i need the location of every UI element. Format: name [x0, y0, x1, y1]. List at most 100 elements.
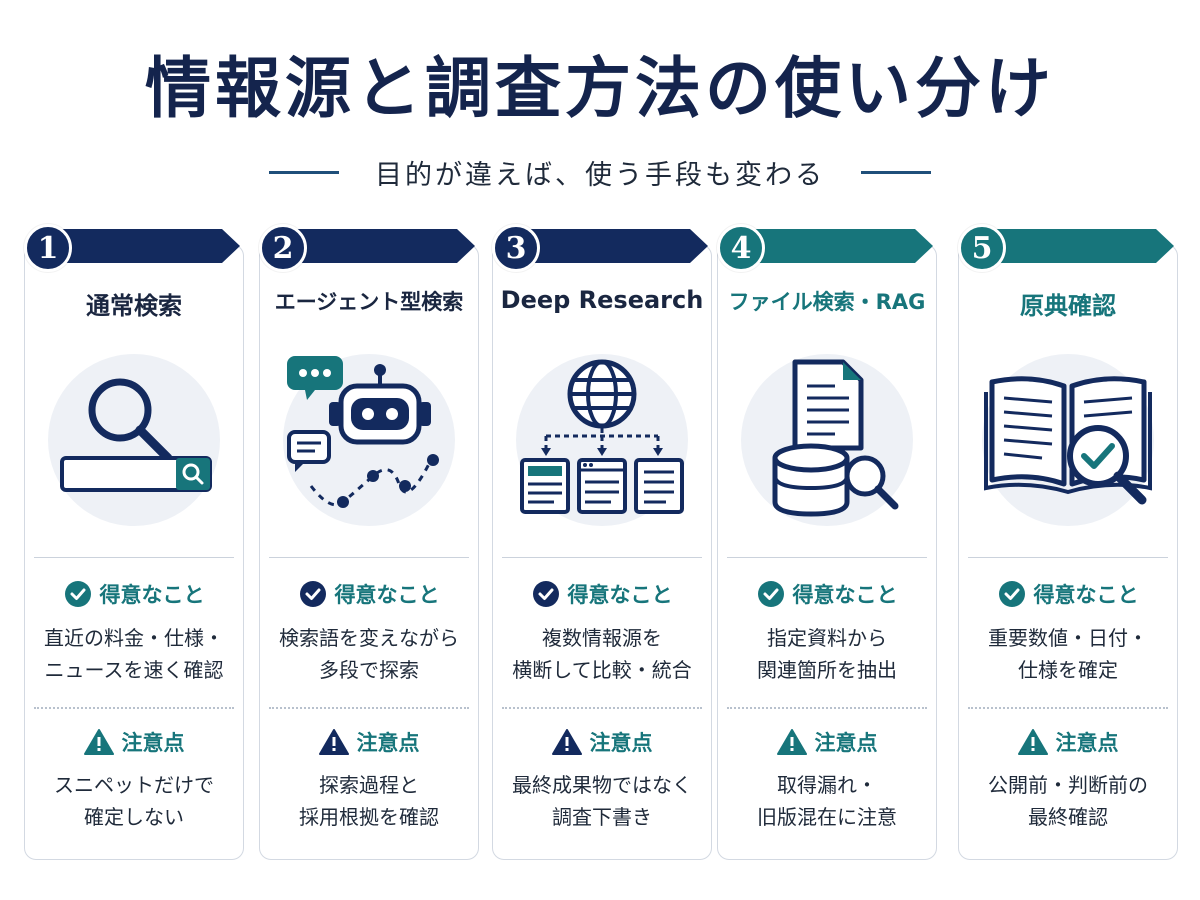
strength-label-3: 得意なこと: [567, 583, 673, 607]
caution-header-2: 注意点: [249, 727, 489, 757]
warning-triangle-icon: [83, 729, 114, 755]
warning-triangle-icon: [318, 729, 349, 755]
caution-line: スニペットだけで: [54, 773, 214, 797]
page-subtitle: 目的が違えば、使う手段も変わる: [375, 159, 825, 191]
strength-line: 検索語を変えながら: [279, 626, 459, 650]
strength-label-4: 得意なこと: [792, 583, 898, 607]
number-badge-2: 2: [259, 224, 307, 272]
caution-line: 取得漏れ・: [777, 773, 877, 797]
caution-label-3: 注意点: [589, 731, 653, 755]
card-2: [259, 244, 479, 860]
page-title: 情報源と調査方法の使い分け: [145, 49, 1055, 127]
divider-2: [269, 557, 469, 558]
card-3: [492, 244, 712, 860]
number-badge-5: 5: [958, 224, 1006, 272]
check-circle-icon: [64, 581, 91, 607]
banner-3: [508, 229, 708, 263]
card-4: [717, 244, 937, 860]
caution-line: 旧版混在に注意: [757, 805, 897, 829]
divider-4: [727, 557, 927, 558]
number-badge-4: 4: [717, 224, 765, 272]
strength-line: 関連箇所を抽出: [757, 658, 897, 682]
strength-line: 多段で探索: [319, 658, 419, 682]
strength-line: 複数情報源を: [542, 626, 662, 650]
number-badge-1: 1: [24, 224, 72, 272]
caution-label-1: 注意点: [121, 731, 185, 755]
caution-header-1: 注意点: [14, 727, 254, 757]
strength-header-2: 得意なこと: [249, 579, 489, 609]
warning-triangle-icon: [551, 729, 582, 755]
strength-line: 重要数値・日付・: [988, 626, 1148, 650]
strength-text-5: 重要数値・日付・ 仕様を確定: [948, 622, 1188, 686]
caution-header-3: 注意点: [482, 727, 722, 757]
strength-text-4: 指定資料から 関連箇所を抽出: [707, 622, 947, 686]
dotted-divider-3: [502, 707, 702, 709]
check-circle-icon: [757, 581, 784, 607]
dotted-divider-1: [34, 707, 234, 709]
strength-header-4: 得意なこと: [707, 579, 947, 609]
caution-line: 調査下書き: [552, 805, 652, 829]
strength-header-5: 得意なこと: [948, 579, 1188, 609]
caution-text-3: 最終成果物ではなく 調査下書き: [482, 769, 722, 833]
globe-documents-icon: [514, 352, 690, 528]
dotted-divider-2: [269, 707, 469, 709]
strength-header-3: 得意なこと: [482, 579, 722, 609]
strength-line: ニュースを速く確認: [44, 658, 224, 682]
banner-2: [275, 229, 475, 263]
caution-text-5: 公開前・判断前の 最終確認: [948, 769, 1188, 833]
check-circle-icon: [998, 581, 1025, 607]
subtitle-rule-right: [861, 170, 931, 174]
dotted-divider-4: [727, 707, 927, 709]
divider-3: [502, 557, 702, 558]
banner-5: [974, 229, 1174, 263]
card-title-4: ファイル検索・RAG: [728, 290, 926, 314]
warning-triangle-icon: [1017, 729, 1048, 755]
strength-text-1: 直近の料金・仕様・ ニュースを速く確認: [14, 622, 254, 686]
banner-1: [40, 229, 240, 263]
warning-triangle-icon: [776, 729, 807, 755]
card-title-5: 原典確認: [1020, 292, 1116, 320]
strength-text-2: 検索語を変えながら 多段で探索: [249, 622, 489, 686]
caution-label-5: 注意点: [1055, 731, 1119, 755]
caution-line: 公開前・判断前の: [988, 773, 1148, 797]
caution-header-5: 注意点: [948, 727, 1188, 757]
caution-line: 採用根拠を確認: [299, 805, 439, 829]
caution-line: 最終成果物ではなく: [512, 773, 692, 797]
card-title-2: エージェント型検索: [274, 290, 464, 314]
caution-line: 最終確認: [1028, 805, 1108, 829]
check-circle-icon: [299, 581, 326, 607]
caution-label-2: 注意点: [356, 731, 420, 755]
card-title-3: Deep Research: [500, 286, 704, 314]
strength-line: 仕様を確定: [1018, 658, 1118, 682]
card-title-1: 通常検索: [86, 292, 182, 320]
caution-line: 確定しない: [84, 805, 184, 829]
subtitle-rule-left: [269, 170, 339, 174]
caution-line: 探索過程と: [319, 773, 419, 797]
strength-label-5: 得意なこと: [1033, 583, 1139, 607]
document-database-icon: [739, 352, 915, 528]
card-1: [24, 244, 244, 860]
dotted-divider-5: [968, 707, 1168, 709]
caution-text-4: 取得漏れ・ 旧版混在に注意: [707, 769, 947, 833]
strength-label-1: 得意なこと: [99, 583, 205, 607]
strength-line: 横断して比較・統合: [512, 658, 692, 682]
strength-line: 指定資料から: [767, 626, 887, 650]
caution-label-4: 注意点: [814, 731, 878, 755]
strength-header-1: 得意なこと: [14, 579, 254, 609]
caution-text-2: 探索過程と 採用根拠を確認: [249, 769, 489, 833]
check-circle-icon: [532, 581, 559, 607]
caution-header-4: 注意点: [707, 727, 947, 757]
number-badge-3: 3: [492, 224, 540, 272]
divider-5: [968, 557, 1168, 558]
book-check-icon: [980, 352, 1156, 528]
strength-label-2: 得意なこと: [334, 583, 440, 607]
caution-text-1: スニペットだけで 確定しない: [14, 769, 254, 833]
card-5: [958, 244, 1178, 860]
banner-4: [733, 229, 933, 263]
robot-chat-icon: [281, 352, 457, 528]
strength-line: 直近の料金・仕様・: [44, 626, 224, 650]
magnifier-search-bar-icon: [46, 352, 222, 528]
subtitle-row: 目的が違えば、使う手段も変わる: [0, 152, 1200, 192]
strength-text-3: 複数情報源を 横断して比較・統合: [482, 622, 722, 686]
divider-1: [34, 557, 234, 558]
